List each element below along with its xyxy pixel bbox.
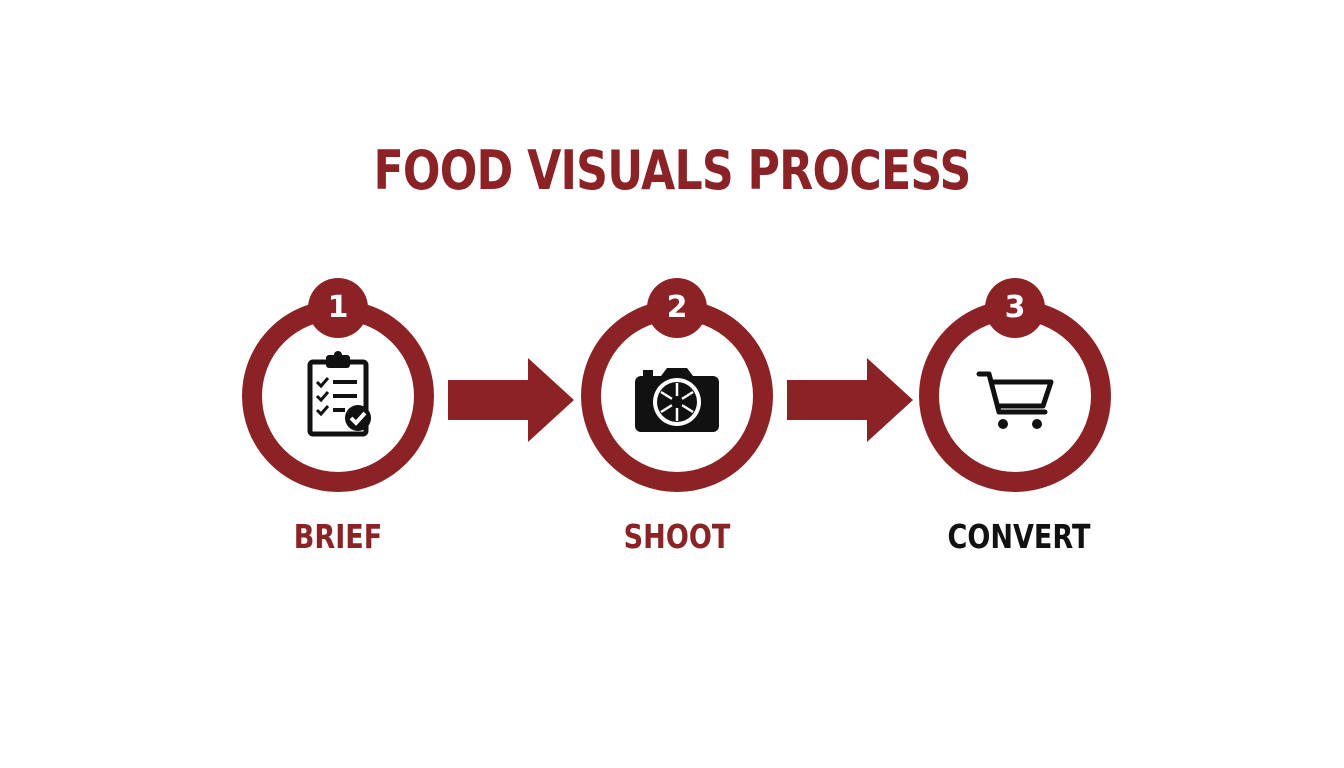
step-1-brief: 1 <box>238 278 438 496</box>
step-3-convert: 3 <box>915 278 1115 496</box>
camera-icon <box>635 368 719 432</box>
step-2-shoot: 2 <box>577 278 777 496</box>
arrow-step2-to-step3 <box>787 358 913 442</box>
shopping-cart-icon <box>976 371 1054 429</box>
step-3-label: CONVERT <box>947 517 1091 556</box>
step-2-label: SHOOT <box>623 517 731 556</box>
diagram-title: FOOD VISUALS PROCESS <box>373 139 971 202</box>
step-number-badge: 3 <box>985 278 1045 338</box>
arrow-step1-to-step2 <box>448 358 574 442</box>
clipboard-checklist-icon <box>307 351 371 437</box>
step-number-badge: 1 <box>308 278 368 338</box>
step-number-badge: 2 <box>647 278 707 338</box>
step-1-label: BRIEF <box>293 517 383 556</box>
